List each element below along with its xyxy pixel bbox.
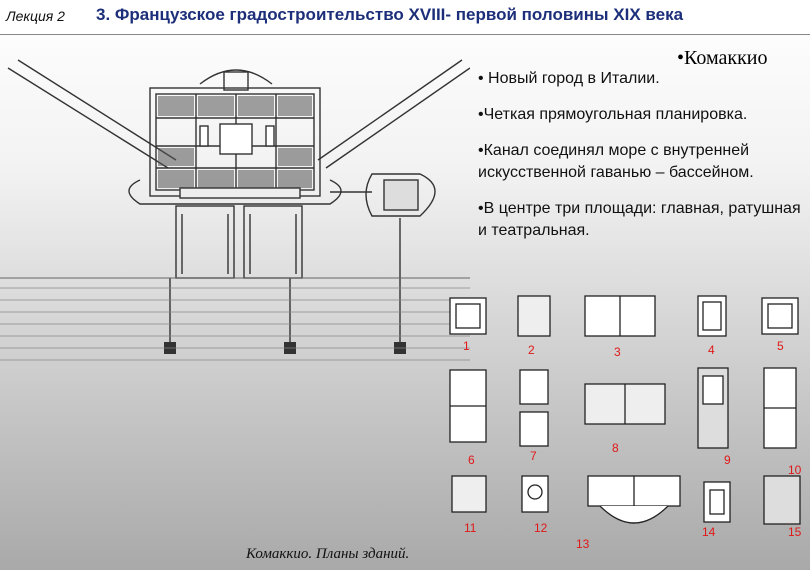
- plan-number: 8: [612, 441, 619, 455]
- plan-15: [763, 475, 801, 525]
- plan-2: [517, 295, 551, 337]
- plan-10: [763, 367, 797, 449]
- plan-7: [519, 369, 549, 447]
- plan-number: 4: [708, 343, 715, 357]
- plan-number: 11: [464, 521, 477, 535]
- plan-number: 6: [468, 453, 475, 467]
- plan-number: 15: [788, 525, 802, 539]
- plan-12: [521, 475, 549, 513]
- building-plans-grid: 1 2 3 4 5 6 7 8 9 10 11 12 13 14 15: [449, 295, 802, 551]
- plan-number: 10: [788, 463, 802, 477]
- plan-6: [449, 369, 487, 443]
- plan-number: 12: [534, 521, 548, 535]
- bullet-list: • Новый город в Италии. •Четкая прямоуго…: [478, 68, 808, 256]
- plan-4: [697, 295, 727, 337]
- bullet-item: • Новый город в Италии.: [478, 70, 660, 87]
- plan-3: [584, 295, 656, 337]
- bullet-item: •Четкая прямоугольная планировка.: [478, 106, 748, 123]
- slide-title: 3. Французское градостроительство XVIII-…: [96, 5, 684, 24]
- plan-13: [587, 475, 681, 524]
- plan-number: 2: [528, 343, 535, 357]
- lower-block-right: [243, 205, 303, 279]
- plan-5: [761, 297, 799, 335]
- bullet-item: •Канал соединял море с внутренней искусс…: [478, 142, 754, 181]
- diagonal-road-right: [317, 59, 470, 169]
- place-title: •Комаккио: [677, 47, 768, 69]
- plan-number: 13: [576, 537, 590, 551]
- canal-band: [128, 179, 342, 205]
- plans-caption: Комаккио. Планы зданий.: [246, 546, 410, 562]
- plan-number: 14: [702, 525, 716, 539]
- lower-block-left: [175, 205, 235, 279]
- plan-11: [451, 475, 487, 513]
- plan-number: 1: [463, 339, 470, 353]
- header-bar: Лекция 2 3. Французское градостроительст…: [0, 0, 810, 35]
- plan-number: 9: [724, 453, 731, 467]
- plan-number: 5: [777, 339, 784, 353]
- plan-8: [584, 383, 666, 425]
- plan-number: 3: [614, 345, 621, 359]
- plan-1: [449, 297, 487, 335]
- plan-14: [703, 481, 731, 523]
- harbor-basin: [365, 173, 436, 217]
- lecture-label: Лекция 2: [6, 8, 65, 24]
- plan-9: [697, 367, 729, 449]
- plan-number: 7: [530, 449, 537, 463]
- city-plan-drawing: [0, 59, 470, 361]
- bullet-item: •В центре три площади: главная, ратушная…: [478, 200, 801, 239]
- diagonal-road-left: [7, 59, 177, 169]
